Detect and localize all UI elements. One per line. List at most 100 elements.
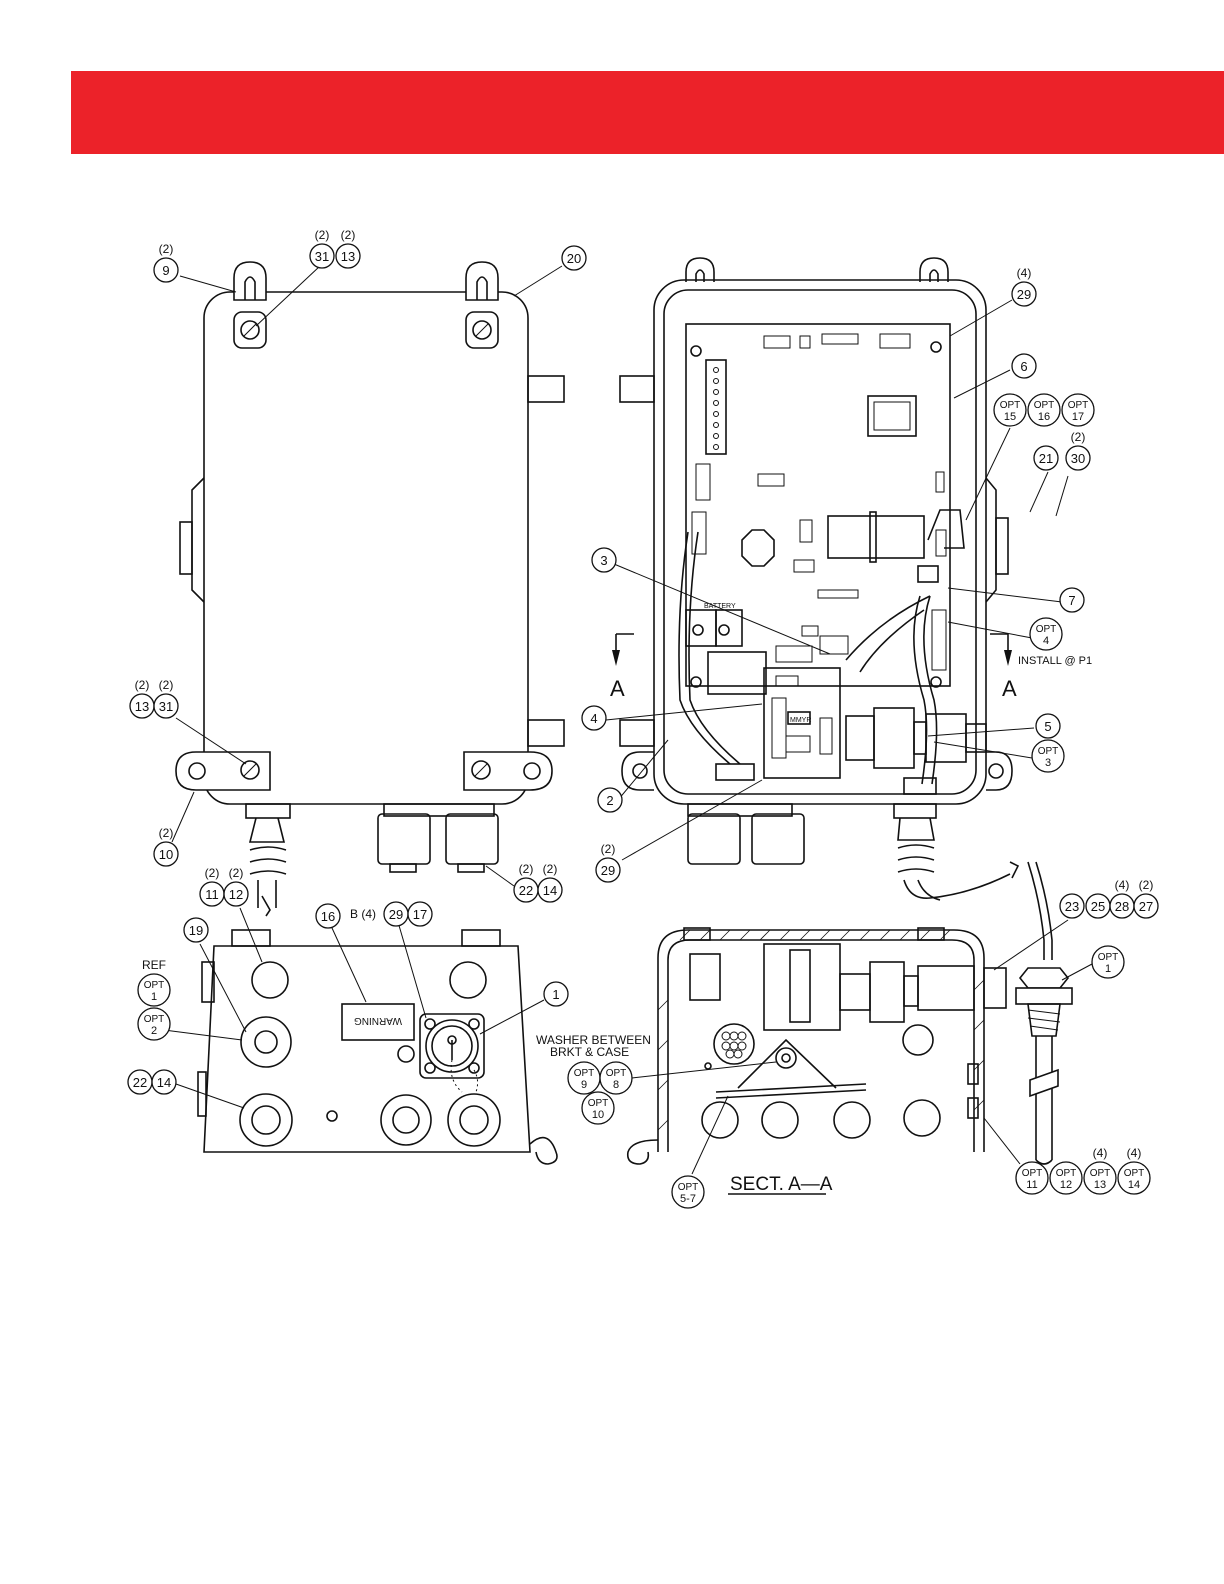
item-balloon: 21 — [1033, 445, 1059, 471]
balloon-number: 11 — [205, 887, 219, 902]
balloon-circle — [1027, 393, 1061, 427]
balloon-number: 30 — [1071, 451, 1085, 466]
balloon-circle — [599, 1061, 633, 1095]
balloon-number: 4 — [1043, 635, 1049, 647]
balloon-opt-prefix: OPT — [144, 980, 165, 991]
open-enclosure-view — [612, 257, 1053, 960]
balloon-number: 27 — [1139, 899, 1153, 914]
balloon-number: 23 — [1065, 899, 1079, 914]
balloon-circle — [1011, 281, 1037, 307]
balloon-quantity: (4) — [1127, 1146, 1142, 1160]
balloon-opt-prefix: OPT — [1056, 1168, 1077, 1179]
item-balloon: 14 — [151, 1069, 177, 1095]
balloon-number: 5-7 — [680, 1193, 696, 1205]
balloon-quantity: (2) — [1139, 878, 1154, 892]
balloon-circle — [335, 243, 361, 269]
balloon-circle — [153, 693, 179, 719]
balloon-opt-prefix: OPT — [1068, 400, 1089, 411]
balloon-circle — [1035, 713, 1061, 739]
item-balloon: 11 (2) — [199, 866, 225, 907]
balloon-number: 29 — [1017, 287, 1031, 302]
balloon-opt-prefix: OPT — [1090, 1168, 1111, 1179]
balloon-opt-prefix: OPT — [1038, 746, 1059, 757]
item-balloon: 19 — [183, 917, 209, 943]
balloon-number: 8 — [613, 1079, 619, 1091]
balloon-circle — [1133, 893, 1159, 919]
balloon-number: 1 — [1105, 963, 1111, 975]
balloon-number: 13 — [341, 249, 355, 264]
balloon-number: 4 — [590, 711, 597, 726]
item-balloon: 7 — [1059, 587, 1085, 613]
bottom-view — [197, 929, 558, 1165]
balloon-circle — [1117, 1161, 1151, 1195]
item-balloon: 16 — [315, 903, 341, 929]
balloon-circle — [183, 917, 209, 943]
balloon-quantity: (2) — [315, 228, 330, 242]
balloon-number: 15 — [1004, 411, 1016, 423]
install-note: INSTALL @ P1 — [1018, 655, 1092, 667]
item-balloon: 12(2) — [223, 866, 249, 907]
item-balloon: 1 — [543, 981, 569, 1007]
balloon-circle — [153, 841, 179, 867]
balloon-circle — [993, 393, 1027, 427]
balloon-quantity: (2) — [159, 242, 174, 256]
balloon-number: 13 — [135, 699, 149, 714]
washer-note-line1: WASHER BETWEEN — [536, 1033, 651, 1047]
balloon-circle — [1061, 393, 1095, 427]
balloon-number: 9 — [581, 1079, 587, 1091]
balloon-number: 19 — [189, 923, 203, 938]
balloon-number: 16 — [321, 909, 335, 924]
drawing-labels: INSTALL @ P1 A A WASHER BETWEEN BRKT & C… — [350, 603, 1092, 1195]
section-aa-view — [626, 927, 1073, 1165]
balloon-quantity: (2) — [205, 866, 220, 880]
balloon-number: 31 — [315, 249, 329, 264]
balloon-number: 29 — [389, 907, 403, 922]
balloon-circle — [1083, 1161, 1117, 1195]
balloon-circle — [591, 547, 617, 573]
balloon-circle — [1031, 739, 1065, 773]
balloon-circle — [1059, 893, 1085, 919]
balloon-circle — [1091, 945, 1125, 979]
balloon-circle — [137, 973, 171, 1007]
item-balloon: 3 — [591, 547, 617, 573]
section-a-left: A — [610, 676, 625, 701]
balloon-quantity: (2) — [159, 826, 174, 840]
balloon-number: 2 — [606, 793, 613, 808]
item-balloon: 13(2) — [335, 228, 361, 269]
balloon-circle — [1049, 1161, 1083, 1195]
balloon-circle — [1015, 1161, 1049, 1195]
balloon-number: 3 — [1045, 757, 1051, 769]
balloon-circle — [597, 787, 623, 813]
balloon-quantity: REF — [142, 958, 166, 972]
item-balloon: 10 (2) — [153, 826, 179, 867]
item-balloon: 13(2) — [129, 678, 155, 719]
balloon-quantity: (2) — [519, 862, 534, 876]
balloon-quantity: (4) — [1115, 878, 1130, 892]
item-balloon: 29(4) — [1011, 266, 1037, 307]
balloon-circle — [153, 257, 179, 283]
item-balloon: 22 — [127, 1069, 153, 1095]
balloon-number: 17 — [1072, 411, 1084, 423]
item-balloon: 29 — [383, 901, 409, 927]
item-balloon: 14(2) — [537, 862, 563, 903]
balloon-opt-prefix: OPT — [144, 1014, 165, 1025]
balloon-circle — [315, 903, 341, 929]
balloon-opt-prefix: OPT — [606, 1068, 627, 1079]
balloon-circle — [407, 901, 433, 927]
balloon-number: 10 — [159, 847, 173, 862]
balloon-circle — [1011, 353, 1037, 379]
item-balloons: 9(2)31(2)13(2)2013(2)31(2)10(2)22(2)14(2… — [127, 228, 1159, 1209]
balloon-opt-prefix: OPT — [588, 1098, 609, 1109]
front-cover-view — [175, 261, 565, 917]
balloon-circle — [1065, 445, 1091, 471]
